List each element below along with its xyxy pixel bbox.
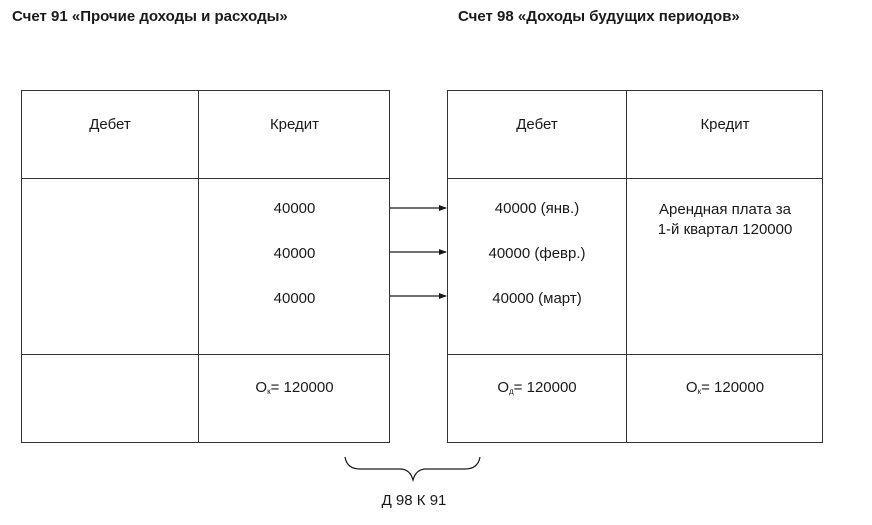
closing-letter: О: [497, 379, 509, 396]
account-91-credit-entry-2: 40000: [273, 245, 316, 262]
header-divider: [448, 178, 822, 179]
column-divider: [198, 91, 199, 442]
closing-divider: [448, 354, 822, 355]
account-91-credit-entry-3: 40000: [273, 290, 316, 307]
account-98-credit-closing: Ок= 120000: [627, 378, 823, 402]
account-91-credit-header: Кредит: [269, 116, 320, 133]
account-98-debit-header: Дебет: [516, 116, 558, 133]
posting-brace: [344, 456, 481, 483]
closing-letter: О: [255, 379, 268, 396]
account-98-debit-closing: Од= 120000: [448, 378, 626, 402]
closing-subscript: к: [697, 387, 702, 396]
account-98-debit-entry-1: 40000 (янв.): [494, 200, 580, 217]
closing-value: = 120000: [270, 379, 334, 396]
closing-letter: О: [685, 379, 698, 396]
account-98-table: Дебет Кредит 40000 (янв.) 40000 (февр.) …: [447, 90, 823, 443]
account-91-table: Дебет Кредит 40000 40000 40000 Ок= 12000…: [21, 90, 390, 443]
closing-value: = 120000: [513, 379, 577, 396]
closing-divider: [22, 354, 389, 355]
closing-subscript: к: [267, 387, 271, 396]
closing-value: = 120000: [701, 379, 765, 396]
account-91-debit-header: Дебет: [89, 116, 131, 133]
account-91-title: Счет 91 «Прочие доходы и расходы»: [12, 8, 288, 25]
account-91-credit-closing: Ок= 120000: [199, 378, 390, 402]
posting-label: Д 98 К 91: [381, 492, 447, 509]
account-98-debit-entry-3: 40000 (март): [492, 290, 582, 307]
account-98-credit-header: Кредит: [700, 116, 750, 133]
account-98-debit-entry-2: 40000 (февр.): [488, 245, 586, 262]
header-divider: [22, 178, 389, 179]
column-divider: [626, 91, 627, 442]
closing-subscript: д: [509, 387, 514, 396]
account-98-title: Счет 98 «Доходы будущих периодов»: [458, 8, 740, 25]
account-98-credit-entry: Арендная плата за 1-й квартал 120000: [657, 201, 793, 238]
account-91-credit-entry-1: 40000: [273, 200, 316, 217]
